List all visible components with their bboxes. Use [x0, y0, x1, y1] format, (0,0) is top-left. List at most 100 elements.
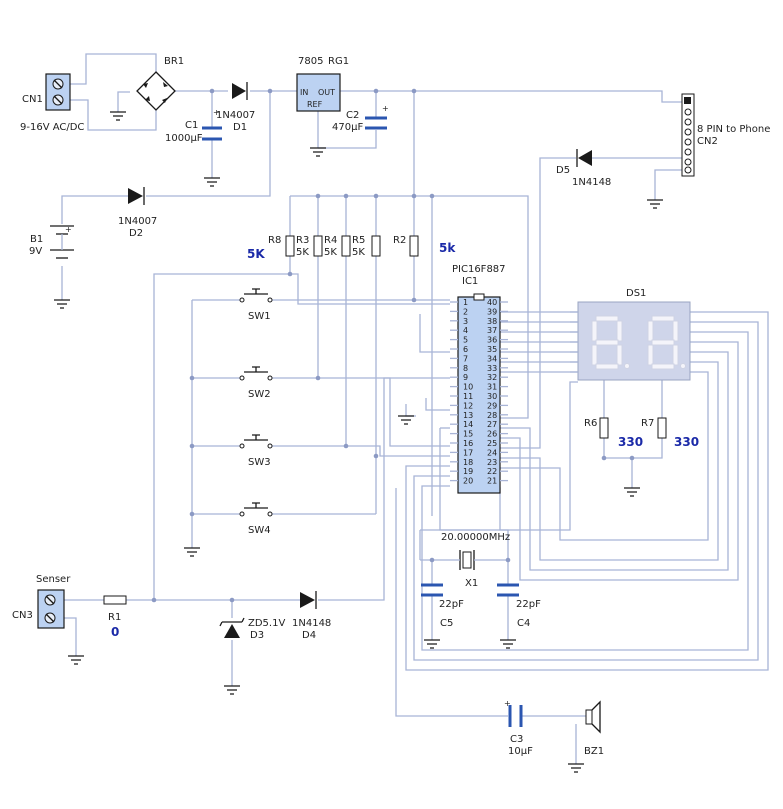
rg1-label: RG1 [328, 56, 349, 67]
ic-pin-32: 32 [487, 373, 497, 382]
ic-pin-27: 27 [487, 420, 497, 429]
r3-label: R3 [296, 235, 309, 246]
buzzer-bz1 [585, 700, 601, 734]
zener-d3 [219, 617, 245, 638]
ic-pin-11: 11 [463, 392, 473, 401]
br1-label: BR1 [164, 56, 184, 67]
sw2-label: SW2 [248, 389, 271, 400]
c1-label: C1 [185, 120, 198, 131]
d5-part: 1N4148 [572, 177, 611, 188]
ic-pin-28: 28 [487, 411, 497, 420]
ic-pin-24: 24 [487, 448, 497, 457]
diode-d5 [576, 149, 592, 167]
ic-pin-4: 4 [463, 326, 468, 335]
c2-label: C2 [346, 110, 359, 121]
d3-label: D3 [250, 630, 264, 641]
ic-pin-26: 26 [487, 430, 497, 439]
c1-plus: + [213, 108, 220, 117]
bridge-rectifier-br1 [136, 71, 176, 111]
rg-out: OUT [318, 88, 335, 97]
c2-plus: + [382, 104, 389, 113]
r2-label: R2 [393, 235, 406, 246]
ic-pin-2: 2 [463, 307, 468, 316]
x1-label: X1 [465, 578, 478, 589]
ic-pin-18: 18 [463, 458, 473, 467]
ic-pin-35: 35 [487, 345, 497, 354]
ic-pin-15: 15 [463, 430, 473, 439]
battery-b1 [50, 225, 74, 259]
resistors-display [599, 417, 667, 439]
ic-pin-40: 40 [487, 298, 497, 307]
switch-sw2 [239, 366, 273, 381]
ic-pin-21: 21 [487, 477, 497, 486]
ic-pin-14: 14 [463, 420, 473, 429]
c5-label: C5 [440, 618, 453, 629]
b1-value: 9V [29, 246, 42, 257]
sw3-label: SW3 [248, 457, 271, 468]
b1-plus: + [65, 225, 72, 234]
r6-label: R6 [584, 418, 597, 429]
digit-2 [647, 315, 686, 370]
connector-cn1 [45, 73, 71, 111]
switch-sw1 [239, 288, 273, 303]
ic-pin-39: 39 [487, 307, 497, 316]
ic-pin-37: 37 [487, 326, 497, 335]
connector-cn3 [37, 589, 65, 629]
c5-value: 22pF [439, 599, 464, 610]
d1-label: D1 [233, 122, 247, 133]
ic-pin-31: 31 [487, 383, 497, 392]
ic-pin-36: 36 [487, 336, 497, 345]
microcontroller-ic1 [457, 293, 501, 494]
d1-part: 1N4007 [216, 110, 255, 121]
ic-pin-1: 1 [463, 298, 468, 307]
junctions [151, 88, 635, 603]
ic-pin-20: 20 [463, 477, 473, 486]
ic-pin-23: 23 [487, 458, 497, 467]
bz1-label: BZ1 [584, 746, 604, 757]
ic-pin-19: 19 [463, 467, 473, 476]
ic-pin-3: 3 [463, 317, 468, 326]
ic-pin-38: 38 [487, 317, 497, 326]
d2-part: 1N4007 [118, 216, 157, 227]
r4-value: 5K [324, 247, 337, 258]
crystal-frequency: 20.00000MHz [441, 532, 510, 543]
display-ds1 [570, 301, 691, 381]
ic-pin-10: 10 [463, 383, 473, 392]
rg-in: IN [300, 88, 308, 97]
ic-pin-22: 22 [487, 467, 497, 476]
r6-value: 330 [618, 435, 643, 449]
sw4-label: SW4 [248, 525, 271, 536]
switch-sw3 [239, 434, 273, 449]
diode-d2 [128, 187, 145, 205]
regulator-rg1 [296, 73, 341, 112]
d4-part: 1N4148 [292, 618, 331, 629]
r4-label: R4 [324, 235, 337, 246]
connector-cn2 [681, 93, 695, 177]
resistor-r1 [103, 595, 127, 605]
capacitor-c5 [421, 583, 443, 597]
c3-label: C3 [510, 734, 523, 745]
ic-pin-30: 30 [487, 392, 497, 401]
senser-label: Senser [36, 574, 71, 585]
r8-value: 5K [247, 247, 265, 261]
d3-part: ZD5.1V [248, 618, 285, 629]
text-labels: CN1 9-16V AC/DC BR1 C1 1000µF 1N4007 D1 … [12, 56, 770, 757]
capacitor-c4 [497, 583, 519, 597]
rg-part: 7805 [298, 56, 323, 67]
d2-label: D2 [129, 228, 143, 239]
cn1-label: CN1 [22, 94, 43, 105]
c2-value: 470µF [332, 122, 363, 133]
switch-sw4 [239, 502, 273, 517]
c3-plus: + [504, 699, 511, 708]
cn1-desc: 9-16V AC/DC [20, 122, 84, 133]
capacitor-c3 [508, 705, 523, 727]
ic-pin-34: 34 [487, 354, 497, 363]
c4-label: C4 [517, 618, 530, 629]
r2-value: 5k [439, 241, 456, 255]
cn2-desc: 8 PIN to Phone [697, 124, 770, 135]
ic-pin-25: 25 [487, 439, 497, 448]
ic-pin-7: 7 [463, 354, 468, 363]
